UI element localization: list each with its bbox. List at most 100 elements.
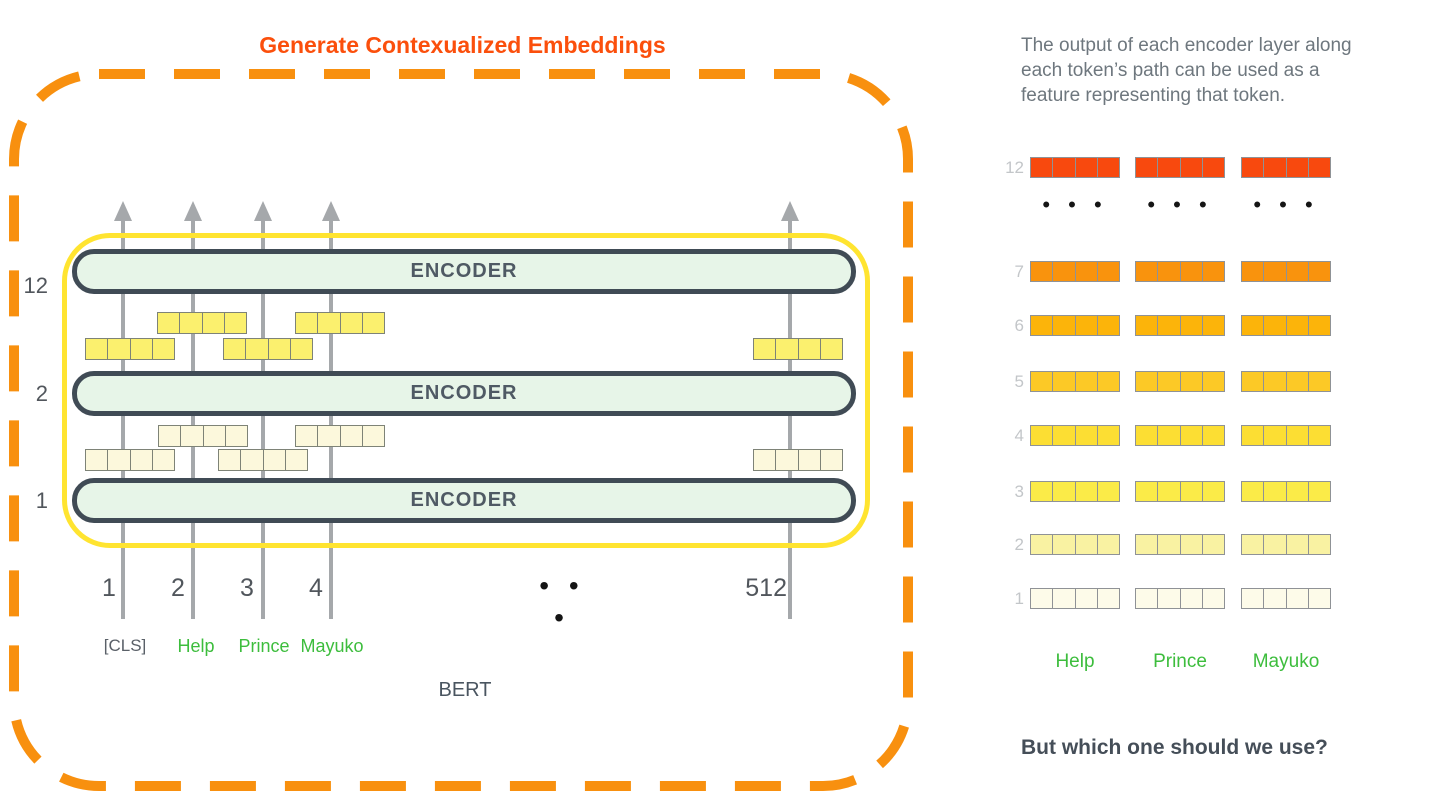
token-line-5 bbox=[788, 218, 792, 619]
vector-cell bbox=[1179, 426, 1202, 445]
vector-cell bbox=[1157, 158, 1179, 177]
vector-cell bbox=[1096, 372, 1119, 391]
vector-cell bbox=[151, 339, 174, 359]
vector-cell bbox=[179, 313, 201, 333]
vector-cell bbox=[1201, 535, 1224, 554]
caption-line-3: feature representing that token. bbox=[1021, 85, 1286, 106]
vector-cell bbox=[1074, 482, 1097, 501]
vector-cell bbox=[129, 339, 152, 359]
vector-cell bbox=[1307, 158, 1330, 177]
bert-boundary-dashed-box bbox=[9, 69, 913, 791]
feature-vector-layer-3 bbox=[1030, 481, 1120, 502]
feature-vector-layer-2 bbox=[1241, 534, 1331, 555]
vector-cell bbox=[1136, 372, 1157, 391]
position-label-1: 1 bbox=[102, 574, 116, 602]
vector-cell bbox=[1136, 262, 1157, 281]
feature-vector-layer-1 bbox=[1135, 588, 1225, 609]
caption-line-1: The output of each encoder layer along bbox=[1021, 35, 1352, 56]
feature-vector-layer-6 bbox=[1030, 315, 1120, 336]
feature-vector-layer-5 bbox=[1030, 371, 1120, 392]
vector-cell bbox=[1242, 482, 1263, 501]
vector-cell bbox=[1052, 316, 1074, 335]
vector-cell bbox=[1263, 262, 1285, 281]
vector-cell bbox=[1031, 316, 1052, 335]
vector-cell bbox=[339, 426, 362, 446]
embedding-vector bbox=[85, 449, 175, 471]
vector-cell bbox=[1136, 535, 1157, 554]
feature-caption: The output of each encoder layer along e… bbox=[1021, 33, 1352, 108]
token-label-mayuko: Mayuko bbox=[300, 636, 364, 656]
vector-cell bbox=[1179, 158, 1202, 177]
vector-cell bbox=[1307, 372, 1330, 391]
vector-cell bbox=[289, 339, 312, 359]
vector-cell bbox=[1074, 372, 1097, 391]
layer-label-2: 2 bbox=[35, 381, 48, 406]
vector-cell bbox=[1074, 316, 1097, 335]
feature-token-mayuko: Mayuko bbox=[1252, 651, 1320, 672]
vector-cell bbox=[1136, 316, 1157, 335]
embedding-vector bbox=[295, 425, 385, 447]
vector-cell bbox=[1307, 589, 1330, 608]
token-label-prince: Prince bbox=[238, 636, 290, 656]
vector-cell bbox=[1052, 262, 1074, 281]
vector-cell bbox=[1263, 482, 1285, 501]
vector-cell bbox=[317, 426, 339, 446]
vector-cell bbox=[1074, 262, 1097, 281]
vector-cell bbox=[775, 450, 797, 470]
token-label-help: Help bbox=[177, 636, 215, 656]
feature-row-label-5: 5 bbox=[1014, 372, 1024, 391]
vector-cell bbox=[1136, 426, 1157, 445]
vector-cell bbox=[1242, 262, 1263, 281]
vector-cell bbox=[819, 339, 842, 359]
vector-cell bbox=[1052, 482, 1074, 501]
vector-cell bbox=[1052, 589, 1074, 608]
vector-cell bbox=[1201, 426, 1224, 445]
vector-cell bbox=[1074, 589, 1097, 608]
embedding-vector bbox=[295, 312, 385, 334]
vector-cell bbox=[1031, 372, 1052, 391]
vector-cell bbox=[1242, 426, 1263, 445]
vector-cell bbox=[1157, 589, 1179, 608]
feature-vector-layer-12 bbox=[1135, 157, 1225, 178]
layer-label-1: 1 bbox=[35, 488, 48, 513]
vector-cell bbox=[1052, 372, 1074, 391]
vector-cell bbox=[1307, 482, 1330, 501]
feature-vector-layer-3 bbox=[1135, 481, 1225, 502]
feature-row-label-4: 4 bbox=[1014, 426, 1024, 445]
token-line-2 bbox=[191, 218, 195, 619]
vector-cell bbox=[1263, 589, 1285, 608]
vector-cell bbox=[1307, 535, 1330, 554]
embedding-vector bbox=[218, 449, 308, 471]
encoder-layer-12: ENCODER bbox=[72, 249, 856, 294]
vector-cell bbox=[1179, 372, 1202, 391]
vector-cell bbox=[151, 450, 174, 470]
feature-vector-layer-5 bbox=[1135, 371, 1225, 392]
vector-cell bbox=[1031, 535, 1052, 554]
vector-cell bbox=[1157, 316, 1179, 335]
feature-vector-layer-4 bbox=[1030, 425, 1120, 446]
vector-cell bbox=[1074, 158, 1097, 177]
vector-cell bbox=[339, 313, 362, 333]
position-label-2: 2 bbox=[171, 574, 185, 602]
vector-cell bbox=[1096, 589, 1119, 608]
vector-cell bbox=[107, 450, 129, 470]
feature-vector-layer-12 bbox=[1241, 157, 1331, 178]
vector-cell bbox=[1031, 158, 1052, 177]
vector-cell bbox=[1242, 372, 1263, 391]
vector-cell bbox=[1307, 262, 1330, 281]
vector-cell bbox=[180, 426, 202, 446]
vector-cell bbox=[1201, 589, 1224, 608]
vector-cell bbox=[1201, 262, 1224, 281]
vector-cell bbox=[1074, 426, 1097, 445]
feature-vector-layer-5 bbox=[1241, 371, 1331, 392]
position-label-4: 4 bbox=[309, 574, 323, 602]
vector-cell bbox=[1031, 262, 1052, 281]
vector-cell bbox=[797, 339, 820, 359]
feature-vector-layer-6 bbox=[1241, 315, 1331, 336]
vector-cell bbox=[1242, 589, 1263, 608]
feature-vector-layer-4 bbox=[1135, 425, 1225, 446]
feature-row-label-12: 12 bbox=[1005, 158, 1024, 177]
caption-line-2: each token’s path can be used as a bbox=[1021, 60, 1320, 81]
vector-cell bbox=[1263, 535, 1285, 554]
